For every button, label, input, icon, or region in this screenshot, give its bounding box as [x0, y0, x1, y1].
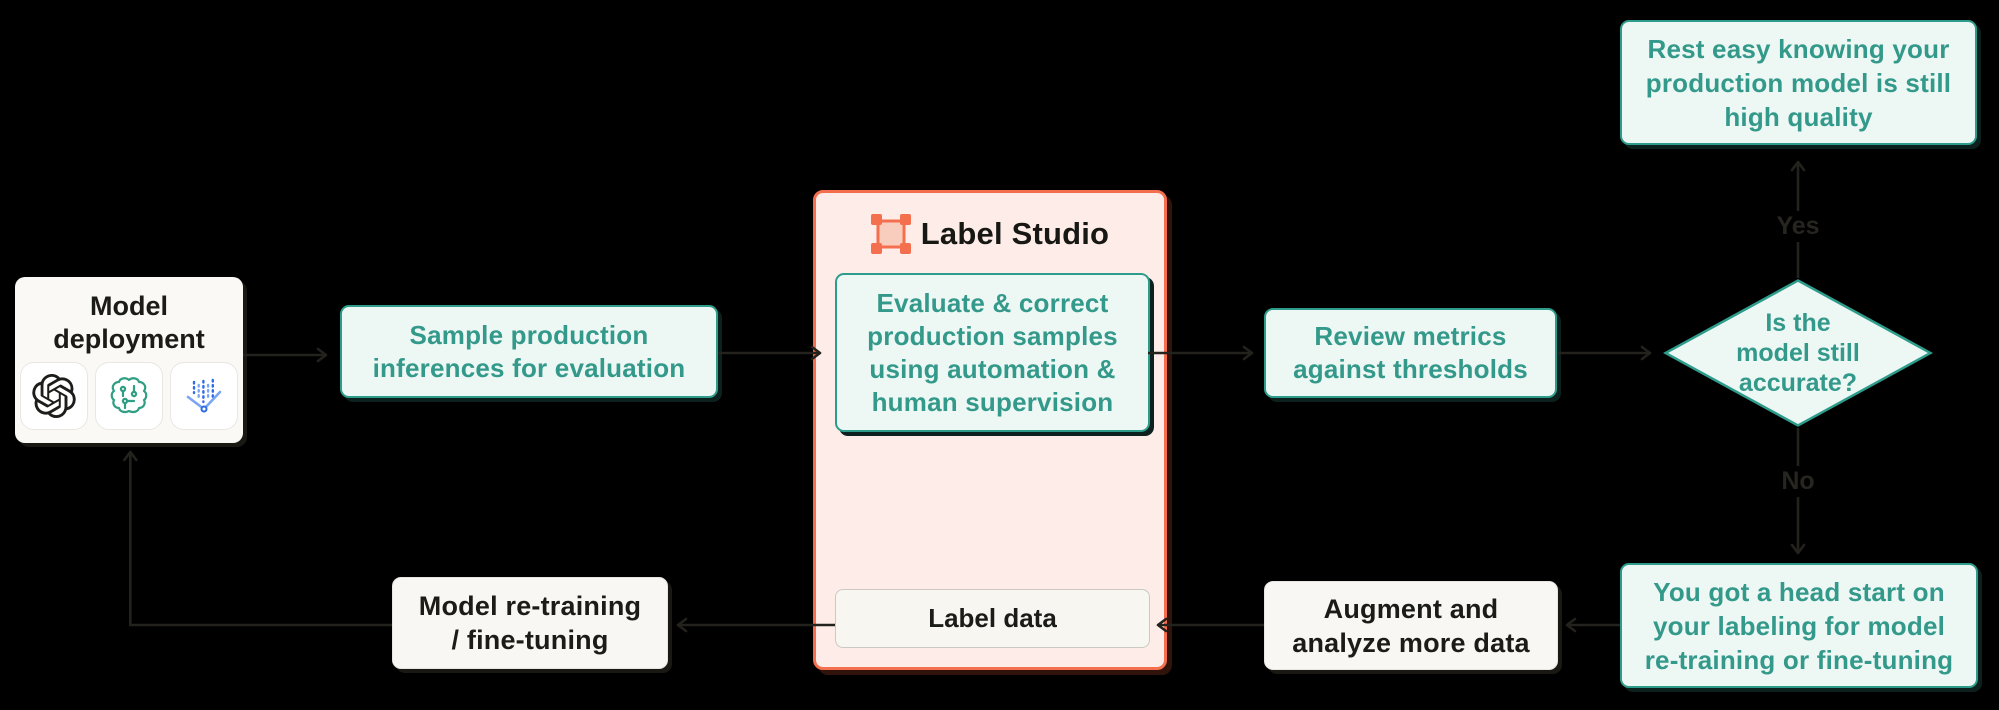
diamond-shape: [1663, 279, 1933, 427]
decision-diamond: Is the model still accurate?: [1663, 278, 1933, 428]
data-funnel-tile: [170, 362, 238, 430]
evaluate-correct-node: Evaluate & correct production samples us…: [835, 273, 1150, 432]
data-funnel-icon: [186, 378, 222, 413]
label-data-node: Label data: [835, 589, 1150, 648]
model-deployment-label: Model deployment: [53, 291, 205, 354]
label-studio-brand-text: Label Studio: [920, 216, 1110, 251]
head-start-node: You got a head start on your labeling fo…: [1620, 563, 1978, 688]
yes-edge-label: Yes: [1769, 211, 1827, 242]
brain-circuit-icon: [110, 377, 148, 414]
model-retraining-node: Model re-training / fine-tuning: [392, 577, 668, 669]
decision-label: Is the model still accurate?: [1736, 309, 1860, 397]
model-icon-row: [20, 362, 238, 430]
sample-production-node: Sample production inferences for evaluat…: [340, 305, 718, 398]
rest-easy-node: Rest easy knowing your production model …: [1620, 20, 1977, 145]
openai-logo-icon: [32, 374, 76, 418]
brain-circuit-tile: [95, 362, 163, 430]
label-studio-panel: Label Studio Evaluate & correct producti…: [813, 190, 1167, 670]
label-studio-brand: Label Studio: [816, 212, 1164, 256]
edge-retraining-to-deployment: [123, 450, 392, 627]
no-edge-label: No: [1774, 466, 1822, 497]
review-metrics-node: Review metrics against thresholds: [1264, 308, 1557, 398]
openai-logo-tile: [20, 362, 88, 430]
augment-analyze-node: Augment and analyze more data: [1264, 581, 1558, 670]
model-deployment-node: Model deployment: [15, 277, 243, 443]
label-studio-logo-icon: [870, 214, 911, 254]
